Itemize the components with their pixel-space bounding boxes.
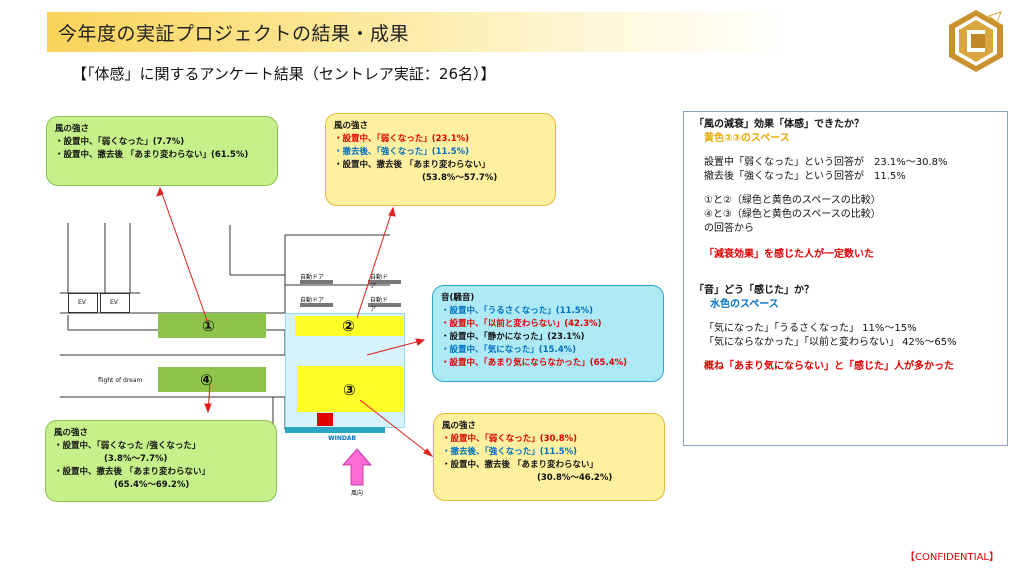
summary-a3: 「気になった」「うるさくなった」 11%〜15% [704, 323, 917, 334]
callout-5-line-3: ・設置中、撤去後 「あまり変わらない」 [442, 460, 598, 470]
door-bar-3 [300, 303, 333, 307]
elevator-2-label: EV [110, 299, 118, 306]
elevator-1: EV [68, 293, 98, 313]
callout-2-line-4: (53.8%〜57.7%) [422, 173, 498, 183]
callout-4-line-2: (3.8%〜7.7%) [104, 454, 168, 464]
flight-of-dream-label: flight of dream [98, 377, 143, 384]
title-bar [47, 12, 794, 52]
callout-2-heading: 風の強さ [334, 121, 369, 131]
callout-3-line-5: ・設置中、「あまり気にならなかった」(65.4%) [441, 358, 628, 368]
zone-2-label: ② [342, 317, 355, 335]
summary-conclusion-1: 「減衰効果」を感じた人が一定数いた [704, 249, 874, 260]
callout-5-line-4: (30.8%〜46.2%) [537, 473, 613, 483]
callout-3-line-4: ・設置中、「気になった」(15.4%) [441, 345, 577, 355]
callout-5-line-2: ・撤去後、「強くなった」(11.5%) [442, 447, 578, 457]
callout-4-line-3: ・設置中、撤去後 「あまり変わらない」 [54, 467, 210, 477]
summary-q1-sub: 黄色②③のスペース [704, 133, 790, 144]
callout-4-line-4: (65.4%〜69.2%) [114, 480, 190, 490]
summary-c2: ④と③（緑色と黄色のスペースの比較） [704, 209, 881, 220]
floor-map: EV EV ① ④ flight of dream 自動ドア 自動ドア 自動ドア… [60, 215, 405, 505]
zone-1-label: ① [202, 317, 215, 335]
callout-4-line-1: ・設置中、「弱くなった /強くなった」 [54, 441, 201, 451]
callout-1-heading: 風の強さ [55, 124, 90, 134]
callout-1-line-1: ・設置中、「弱くなった」(7.7%) [55, 137, 185, 147]
door-label-2: 自動ドア [370, 274, 389, 290]
zone-1 [158, 313, 266, 338]
callout-2-line-1: ・設置中、「弱くなった」(23.1%) [334, 134, 470, 144]
red-block [317, 413, 333, 426]
wind-arrow-icon [342, 448, 372, 486]
callout-zone-3: 風の強さ ・設置中、「弱くなった」(30.8%) ・撤去後、「強くなった」(11… [433, 413, 665, 501]
elevator-2: EV [100, 293, 130, 313]
summary-a4: 「気にならなかった」「以前と変わらない」 42%〜65% [704, 337, 957, 348]
summary-q2-sub: 水色のスペース [710, 299, 779, 310]
wind-direction-label: 風向 [351, 490, 364, 497]
confidential-label: 【CONFIDENTIAL】 [905, 552, 1000, 563]
callout-3-line-1: ・設置中、「うるさくなった」(11.5%) [441, 306, 594, 316]
callout-2-line-3: ・設置中、撤去後 「あまり変わらない」 [334, 160, 490, 170]
callout-4-heading: 風の強さ [54, 428, 89, 438]
door-label-4: 自動ドア [370, 297, 389, 313]
elevator-1-label: EV [78, 299, 86, 306]
summary-q1: 「風の減衰」効果「体感」できたか？ [694, 119, 864, 130]
door-label-3: 自動ドア [300, 297, 325, 304]
door-label-1: 自動ドア [300, 274, 325, 281]
summary-conclusion-2: 概ね「あまり気にならない」と「感じた」人が多かった [704, 361, 954, 372]
summary-a1: 設置中「弱くなった」という回答が 23.1%〜30.8% [704, 157, 948, 168]
zone-2 [295, 316, 403, 336]
summary-q2: 「音」どう「感じた」か？ [694, 285, 814, 296]
summary-a2: 撤去後「強くなった」という回答が 11.5% [704, 171, 906, 182]
callout-sound: 音(騒音) ・設置中、「うるさくなった」(11.5%) ・設置中、「以前と変わら… [432, 285, 664, 382]
windab-label: WINDAB [328, 435, 357, 442]
door-bar-2 [368, 280, 401, 284]
summary-box: 「風の減衰」効果「体感」できたか？ 黄色②③のスペース 設置中「弱くなった」とい… [683, 111, 1008, 446]
callout-5-line-1: ・設置中、「弱くなった」(30.8%) [442, 434, 578, 444]
zone-3-label: ③ [343, 381, 356, 399]
company-logo-icon [949, 10, 1003, 72]
windab-bar [285, 427, 385, 433]
callout-3-heading: 音(騒音) [441, 293, 475, 303]
page-subtitle: 【「体感」に関するアンケート結果（セントレア実証：26名）】 [72, 65, 496, 83]
door-bar-4 [368, 303, 401, 307]
page-title: 今年度の実証プロジェクトの結果・成果 [58, 23, 410, 45]
callout-zone-4: 風の強さ ・設置中、「弱くなった /強くなった」 (3.8%〜7.7%) ・設置… [45, 420, 277, 502]
callout-1-line-2: ・設置中、撤去後 「あまり変わらない」(61.5%) [55, 150, 249, 160]
callout-zone-2: 風の強さ ・設置中、「弱くなった」(23.1%) ・撤去後、「強くなった」(11… [325, 113, 556, 206]
summary-c1: ①と②（緑色と黄色のスペースの比較） [704, 195, 881, 206]
callout-5-heading: 風の強さ [442, 421, 477, 431]
door-bar-1 [300, 280, 333, 284]
zone-4 [158, 367, 266, 392]
callout-3-line-2: ・設置中、「以前と変わらない」(42.3%) [441, 319, 602, 329]
zone-3 [297, 366, 403, 412]
callout-3-line-3: ・設置中、「静かになった」(23.1%) [441, 332, 585, 342]
callout-2-line-2: ・撤去後、「強くなった」(11.5%) [334, 147, 470, 157]
callout-zone-1: 風の強さ ・設置中、「弱くなった」(7.7%) ・設置中、撤去後 「あまり変わら… [46, 116, 278, 186]
summary-c3: の回答から [704, 223, 754, 234]
